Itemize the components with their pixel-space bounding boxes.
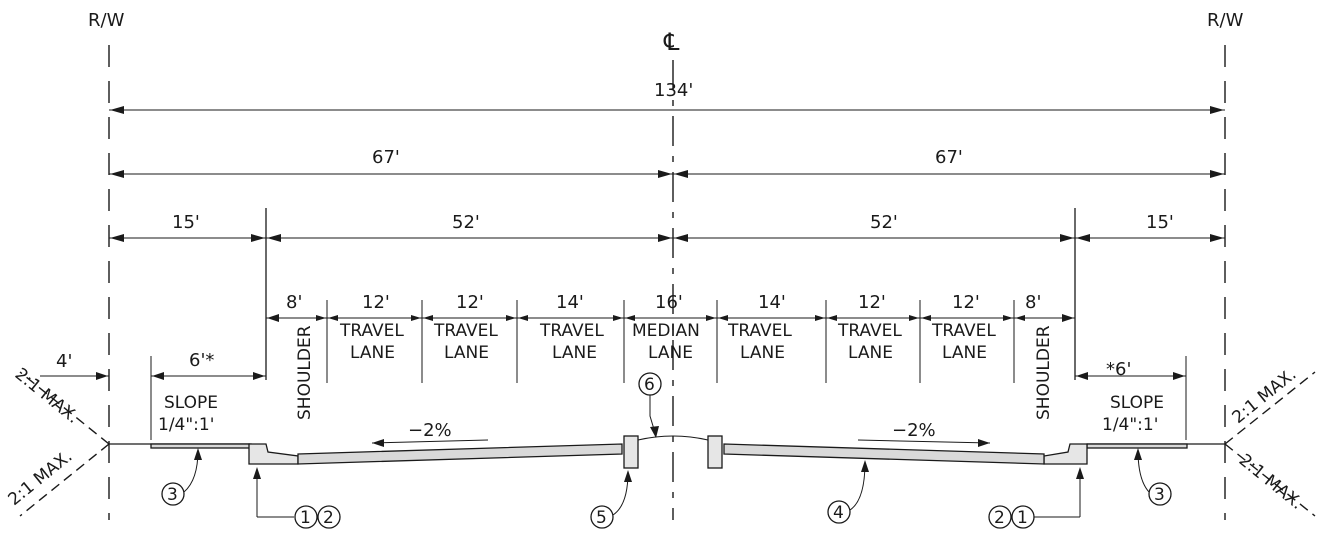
median-curb-left [623, 435, 639, 469]
dim-sections: 15' 52' 52' 15' [109, 212, 1225, 242]
sidewalks [109, 443, 1225, 449]
side-slope-label-left-top: 2:1 MAX. [11, 364, 83, 427]
lane-label-5-line2: LANE [848, 343, 893, 363]
dim-road-left-label: 52' [452, 212, 480, 233]
lane-label-2-line1: TRAVEL [433, 321, 498, 341]
lane-dim-4: 14' [556, 292, 584, 313]
dim-border-right-label: 15' [1146, 212, 1174, 233]
pavement [297, 435, 1045, 465]
median-surface [637, 435, 709, 441]
shoulder-label-left: SHOULDER [295, 325, 315, 420]
dim-halves: 67' 67' [109, 147, 1225, 178]
lane-dim-7: 12' [858, 292, 886, 313]
lane-labels: TRAVEL LANE TRAVEL LANE TRAVEL LANE MEDI… [295, 321, 1054, 420]
callout-2-right: 2 [994, 508, 1005, 528]
lane-dim-8: 12' [952, 292, 980, 313]
lane-dim-6: 14' [758, 292, 786, 313]
callout-2-left: 2 [323, 508, 334, 528]
curbs [248, 435, 1088, 469]
callout-4: 4 [833, 503, 844, 523]
cross-slopes: −2% −2% [371, 420, 991, 447]
lane-dim-3: 12' [456, 292, 484, 313]
callout-3-right: 3 [1154, 485, 1165, 505]
median-curb-right [707, 435, 723, 469]
lane-label-4-line2: LANE [740, 343, 785, 363]
lane-label-3-line2: LANE [552, 343, 597, 363]
lane-label-2-line2: LANE [444, 343, 489, 363]
left-border-details: 4' 6'* SLOPE 1/4":1' [40, 350, 266, 440]
cross-slope-left-label: −2% [408, 420, 452, 441]
lane-dim-5: 16' [655, 292, 683, 313]
side-slope-label-right-bottom: 2:1 MAX. [1235, 450, 1307, 513]
slope-ratio-right: 1/4":1' [1102, 415, 1158, 435]
slope-label-left: SLOPE [164, 393, 218, 413]
curb-right [1043, 443, 1088, 465]
lane-label-4-line1: TRAVEL [727, 321, 792, 341]
dim-half-left-label: 67' [372, 147, 400, 168]
lane-dim-9: 8' [1025, 292, 1041, 313]
slope-ratio-left: 1/4":1' [158, 415, 214, 435]
cross-slope-right-label: −2% [892, 420, 936, 441]
sidewalk-left-label: 6'* [189, 350, 214, 371]
side-slope-label-right-top: 2:1 MAX. [1229, 364, 1301, 427]
pavement-left [297, 443, 623, 465]
shoulder-label-right: SHOULDER [1034, 325, 1054, 420]
dim-half-right-label: 67' [935, 147, 963, 168]
callout-5: 5 [596, 508, 607, 528]
slope-label-right: SLOPE [1110, 393, 1164, 413]
lane-label-1-line1: TRAVEL [339, 321, 404, 341]
curb-left [248, 443, 299, 465]
callout-1-left: 1 [300, 508, 311, 528]
centerline-symbol: ℄ [663, 28, 680, 56]
dim-total: 134' [109, 80, 1225, 114]
dim-road-right-label: 52' [870, 212, 898, 233]
callout-6: 6 [644, 375, 655, 395]
sidewalk-right-label: *6' [1106, 359, 1131, 380]
callout-3-left: 3 [167, 485, 178, 505]
right-border-details: *6' SLOPE 1/4":1' [1075, 356, 1187, 440]
pavement-right [723, 443, 1045, 465]
callouts: 3 1 2 5 6 4 2 1 3 [161, 372, 1172, 529]
rw-left-label: R/W [88, 10, 125, 31]
lane-label-median-line1: MEDIAN [632, 321, 700, 341]
rw-right-label: R/W [1207, 10, 1244, 31]
lane-label-6-line1: TRAVEL [931, 321, 996, 341]
dim-border-left-label: 15' [172, 212, 200, 233]
lane-label-median-line2: LANE [648, 343, 693, 363]
lane-dim-1: 8' [286, 292, 302, 313]
lane-dim-2: 12' [362, 292, 390, 313]
lane-label-1-line2: LANE [350, 343, 395, 363]
lane-label-3-line1: TRAVEL [539, 321, 604, 341]
callout-1-right: 1 [1017, 508, 1028, 528]
slope-width-left-label: 4' [56, 351, 72, 372]
lane-label-5-line1: TRAVEL [837, 321, 902, 341]
dim-lanes: 8' 12' 12' 14' 16' 14' 12' 12' 8' [266, 292, 1075, 383]
lane-label-6-line2: LANE [942, 343, 987, 363]
dim-total-label: 134' [654, 80, 693, 101]
